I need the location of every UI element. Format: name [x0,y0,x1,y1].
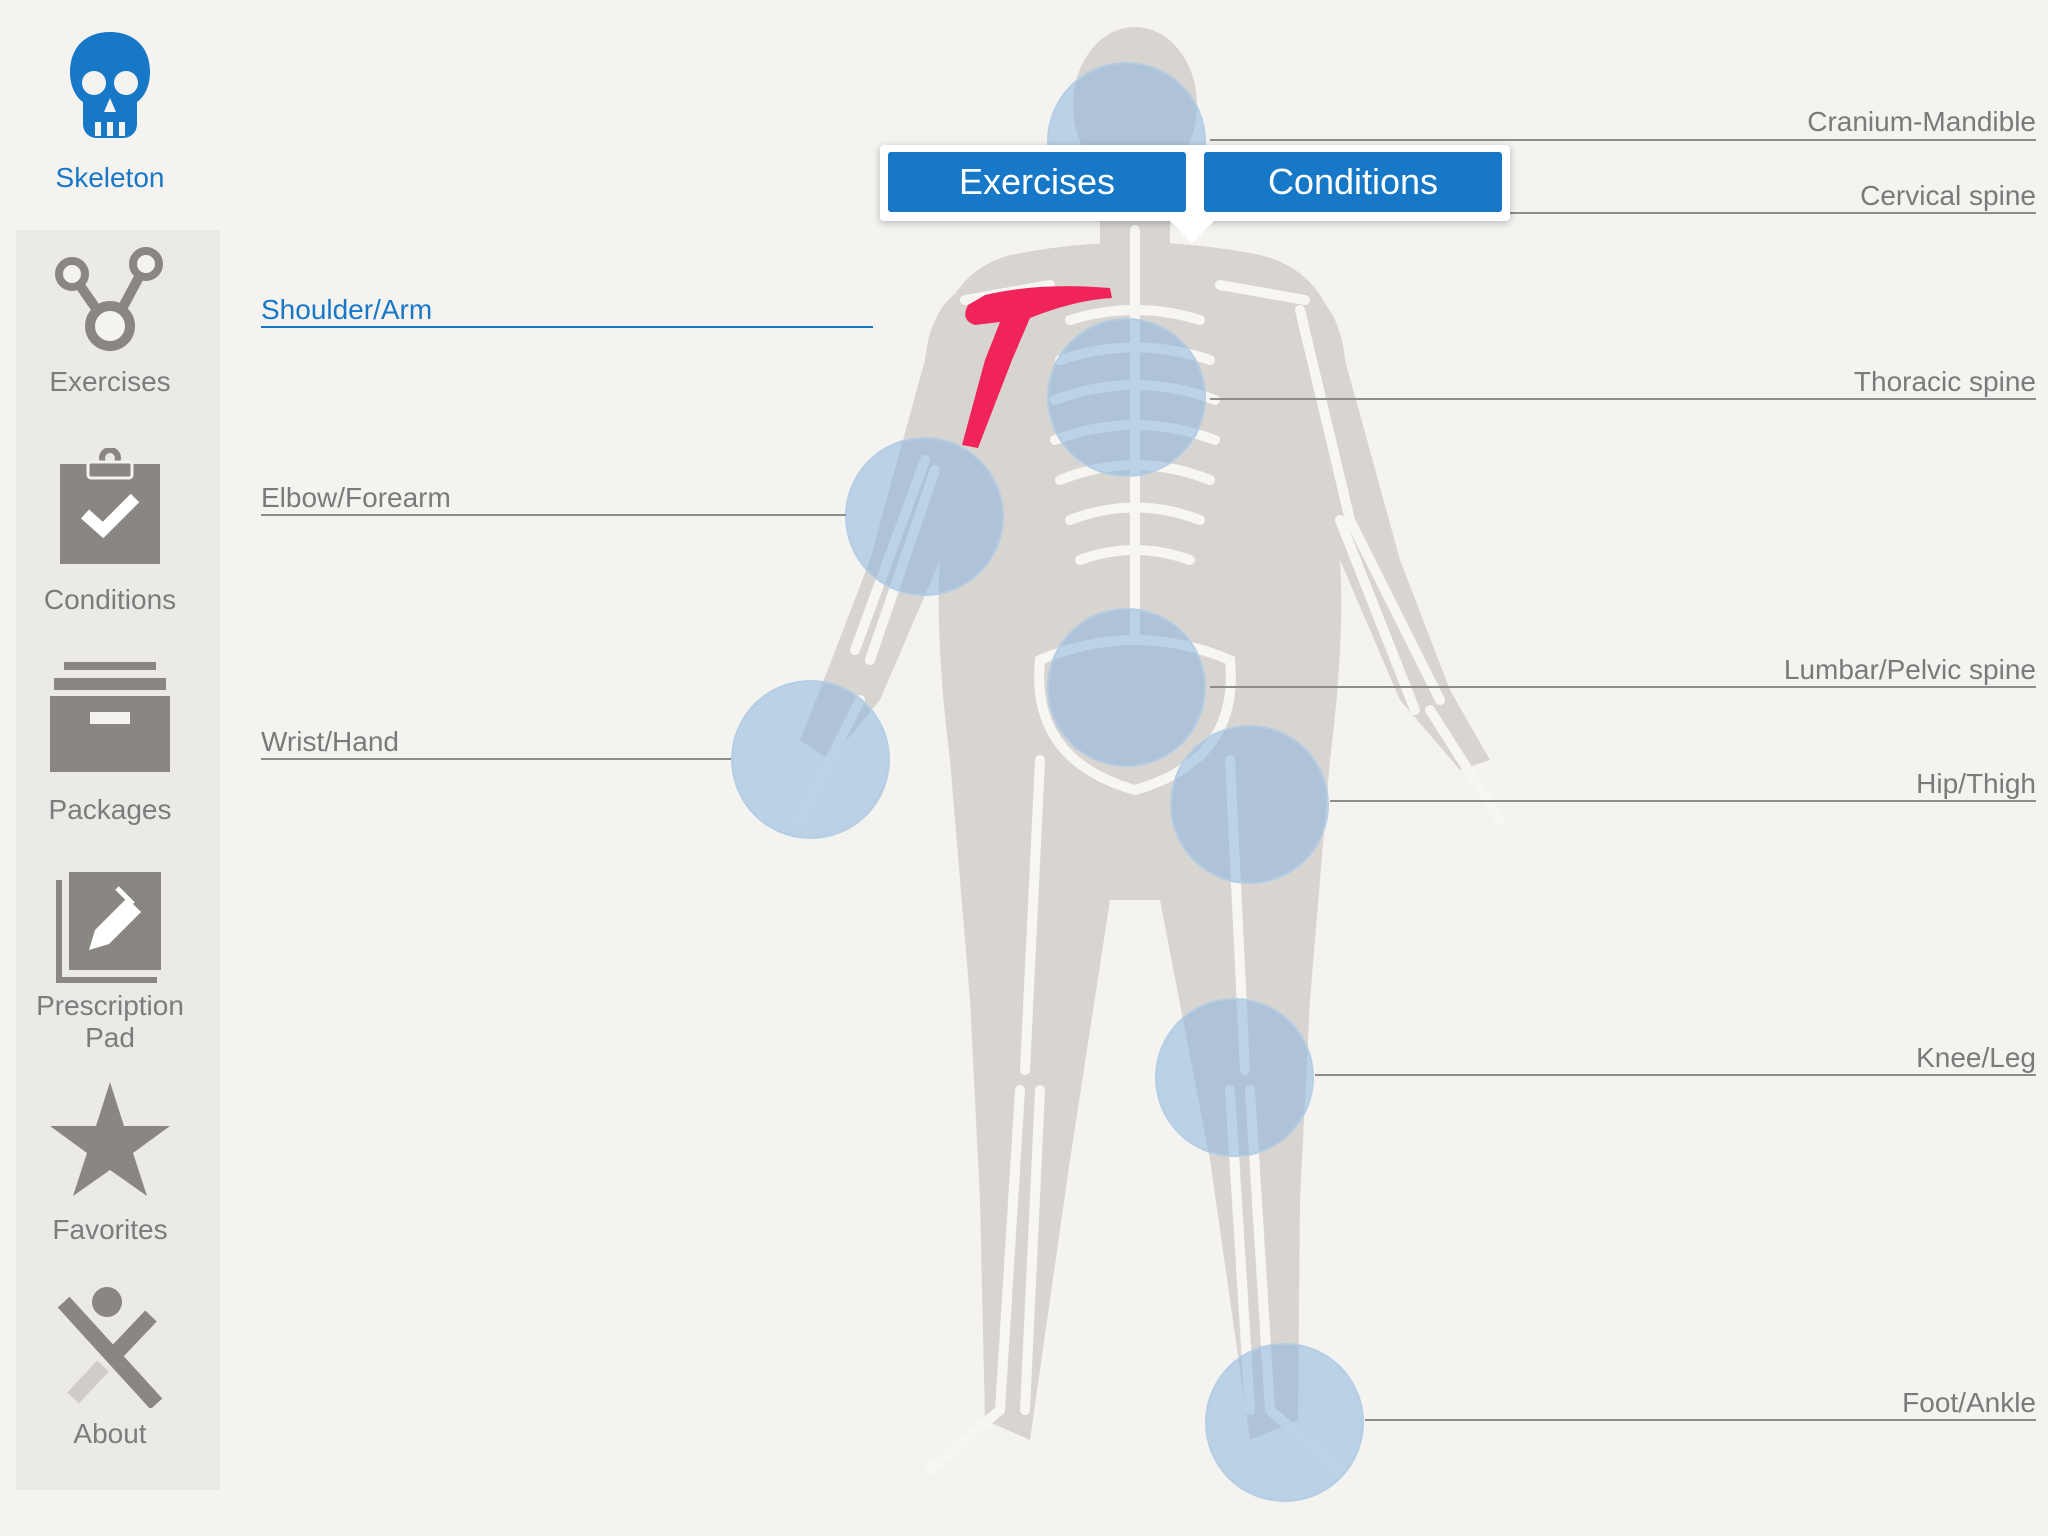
sidebar-item-label: About [73,1418,147,1449]
region-line-cranium-mandible [1210,139,2036,141]
region-label-cranium-mandible[interactable]: Cranium-Mandible [1807,106,2036,137]
sidebar-item-label: Exercises [49,366,171,397]
hotspot-thoracic-spine[interactable] [1047,318,1206,477]
region-line-hip-thigh [1330,800,2036,802]
region-line-knee-leg [1315,1074,2036,1076]
skeleton-figure [795,27,1505,1475]
archive-box-icon [50,662,170,772]
region-label-wrist-hand[interactable]: Wrist/Hand [261,726,399,757]
sidebar: Skeleton Exercises Conditions Pac [0,0,235,1536]
region-line-elbow-forearm [261,514,846,516]
skeleton-stage: Shoulder/Arm Elbow/Forearm Wrist/Hand Cr… [235,0,2048,1536]
sidebar-item-label-line2: Pad [85,1022,135,1053]
prescription-pad-icon [56,872,161,983]
hotspot-wrist-hand[interactable] [731,680,890,839]
sidebar-item-exercises[interactable]: Exercises [0,240,220,398]
region-label-cervical-spine[interactable]: Cervical spine [1860,180,2036,211]
region-label-shoulder-arm[interactable]: Shoulder/Arm [261,294,433,325]
region-line-foot-ankle [1365,1419,2036,1421]
region-label-lumbar-pelvic-spine[interactable]: Lumbar/Pelvic spine [1783,654,2036,685]
sidebar-item-label: Skeleton [55,162,165,193]
sidebar-item-favorites[interactable]: Favorites [0,1080,220,1246]
sidebar-item-label: Conditions [43,584,177,615]
conditions-button[interactable]: Conditions [1204,152,1502,212]
sidebar-item-conditions[interactable]: Conditions [0,448,220,616]
region-line-thoracic-spine [1210,398,2036,400]
nav-panel [16,230,220,1490]
sidebar-item-skeleton[interactable]: Skeleton [0,28,220,194]
region-line-wrist-hand [261,758,731,760]
about-icon [57,1287,163,1408]
hotspot-foot-ankle[interactable] [1205,1343,1364,1502]
exercises-button[interactable]: Exercises [888,152,1186,212]
sidebar-item-label-line1: Prescription [36,990,184,1021]
region-line-lumbar-pelvic-spine [1210,686,2036,688]
hotspot-hip-thigh[interactable] [1170,725,1329,884]
exercises-icon [55,247,163,351]
shoulder-arm-highlight [962,286,1112,448]
region-label-foot-ankle[interactable]: Foot/Ankle [1902,1387,2036,1418]
region-action-popover: Exercises Conditions [880,145,1510,243]
hotspot-lumbar-pelvic-spine[interactable] [1047,608,1206,767]
clipboard-check-icon [60,448,160,564]
sidebar-item-about[interactable]: About [0,1286,220,1450]
region-line-cervical-spine [1275,212,2036,214]
popover-arrow [1170,221,1214,243]
region-label-knee-leg[interactable]: Knee/Leg [1916,1042,2036,1073]
sidebar-item-label: Packages [48,794,172,825]
sidebar-item-packages[interactable]: Packages [0,660,220,826]
star-icon [50,1082,170,1196]
region-label-elbow-forearm[interactable]: Elbow/Forearm [261,482,451,513]
region-label-thoracic-spine[interactable]: Thoracic spine [1853,366,2036,397]
region-label-hip-thigh[interactable]: Hip/Thigh [1916,768,2036,799]
region-line-shoulder-arm [261,326,873,328]
hotspot-knee-leg[interactable] [1155,998,1314,1157]
hotspot-elbow-forearm[interactable] [845,437,1004,596]
sidebar-item-prescription-pad[interactable]: Prescription Pad [0,870,220,1054]
sidebar-item-label: Favorites [52,1214,168,1245]
skull-icon [70,32,150,138]
